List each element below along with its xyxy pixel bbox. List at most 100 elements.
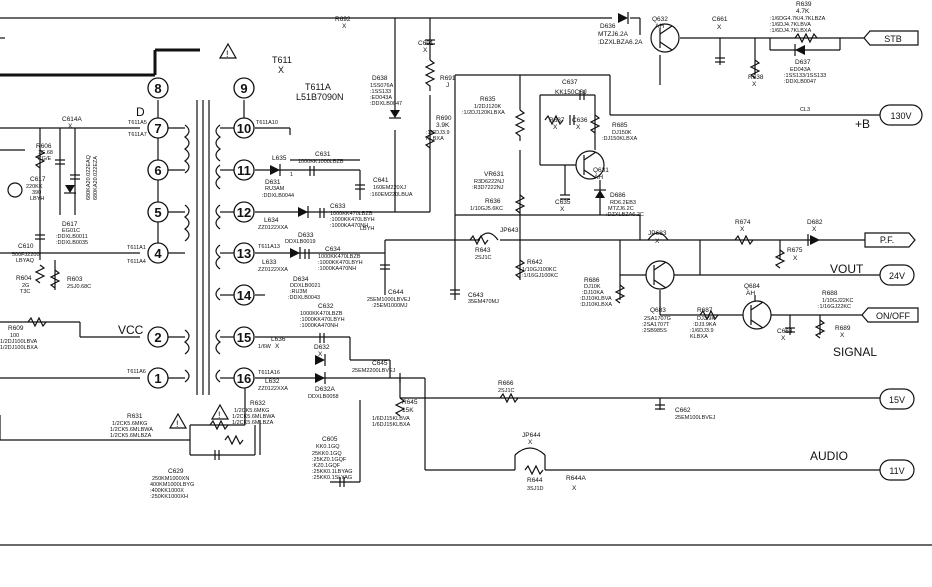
- d632-symbol: [315, 355, 325, 365]
- r687-label: R687: [697, 307, 713, 314]
- r636-symbol: [514, 194, 526, 214]
- terminal-24v: 24V: [879, 264, 915, 286]
- r645-label: R645: [402, 399, 418, 406]
- jp683-symbol: [647, 232, 669, 241]
- pin-11: 11: [237, 163, 251, 178]
- pin-4: 4: [154, 246, 162, 261]
- c632-value-b: :1000KK470LBYH: [300, 317, 345, 323]
- r674-symbol: [734, 234, 754, 246]
- misc-1: 1: [290, 172, 293, 178]
- c645-label: C645: [372, 360, 388, 367]
- jp644-symbol: [514, 447, 546, 456]
- r690-value: 3.9K: [436, 122, 450, 129]
- r638-symbol: [749, 59, 761, 79]
- r635-label: R635: [480, 96, 496, 103]
- d634-symbol: [290, 248, 300, 258]
- r604-value-b: T3C: [20, 289, 30, 295]
- terminal-stb: STB: [863, 30, 919, 46]
- vr631-label: VR631: [484, 171, 504, 178]
- svg-text:!: !: [176, 419, 179, 429]
- l632-label: L632: [265, 378, 280, 385]
- r603-label: R603: [67, 276, 83, 283]
- c614a-label: C614A: [62, 116, 83, 123]
- l634-value: ZZ0122XXA: [258, 225, 288, 231]
- d638-symbol: [390, 110, 400, 118]
- svg-text:!: !: [226, 49, 229, 59]
- d637-value-c: :DDXLB0047: [784, 79, 816, 85]
- c636-label: C636: [572, 117, 588, 124]
- warning-triangles: ! ! !: [168, 42, 238, 429]
- transformer-ref: T611: [272, 55, 292, 65]
- r674-label: R674: [735, 219, 751, 226]
- r643-value: 2SJ1C: [475, 255, 492, 261]
- r645-symbol: [394, 397, 406, 417]
- r686-symbol: [614, 284, 626, 304]
- c617-label: C617: [30, 176, 46, 183]
- svg-text:130V: 130V: [890, 111, 911, 121]
- r691-label: R691: [440, 75, 456, 82]
- d617-symbol: [65, 185, 75, 193]
- q684-symbol: [742, 300, 772, 330]
- l636-label: L636: [271, 336, 286, 343]
- r637-symbol: [544, 114, 564, 126]
- d686-value-c: :DZXLBZA6.2C: [606, 212, 644, 218]
- r609-label: R609: [8, 325, 24, 332]
- d634-value-c: :DDXLB0043: [288, 295, 320, 301]
- vout-label: VOUT: [830, 262, 864, 276]
- pin-15: 15: [237, 330, 251, 345]
- pin-12: 12: [237, 205, 251, 220]
- d632a-symbol: [315, 373, 325, 383]
- r632-value-c: 1/2CK5.6MLBZA: [232, 420, 274, 426]
- r689-value: X: [840, 332, 845, 339]
- r689-label: R689: [835, 325, 851, 332]
- d631-value-b: :DDXLB0044: [262, 193, 294, 199]
- r644a-label: R644A: [566, 475, 587, 482]
- r631-symbol: [224, 434, 244, 446]
- component-labels: R692 X D636 MTZJ6.2A :DZXLBZA6.2A Q632 A…: [0, 1, 854, 500]
- l636-value: X: [275, 343, 280, 350]
- q683-value-b: :2SA1707T: [642, 322, 670, 328]
- r642-label: R642: [527, 259, 543, 266]
- r688-label: R688: [822, 290, 838, 297]
- r692-label: R692: [335, 16, 351, 23]
- q631-value: AH: [594, 174, 603, 181]
- d682-value: X: [812, 226, 817, 233]
- c691-label: C691: [418, 40, 434, 47]
- r631-label: R631: [127, 413, 143, 420]
- jp683-value: X: [655, 238, 660, 245]
- r606-label: R606: [36, 143, 52, 150]
- r639-label: R639: [796, 1, 812, 8]
- d617-value-c: :DDXLB0035: [56, 240, 88, 246]
- r603-value: 2SJ0.68C: [67, 284, 91, 290]
- r639-value-c: :1/6DJ4.7KLBVA: [770, 22, 811, 28]
- r645-value: 15K: [402, 407, 414, 414]
- r636-label: R636: [485, 198, 501, 205]
- tp-t611a5: T611A5: [128, 120, 147, 126]
- d617-value-b: :DDXLB0011: [56, 234, 88, 240]
- c691-value: X: [423, 47, 428, 54]
- svg-text:24V: 24V: [889, 271, 905, 281]
- c631-label: C631: [315, 151, 331, 158]
- q631-label: Q631: [593, 167, 609, 174]
- d634-label: D634: [293, 276, 309, 283]
- r689-symbol: [814, 319, 826, 339]
- c637-value: KK150CSJ: [555, 89, 587, 96]
- caution-triangle-icon: [210, 403, 230, 420]
- r604-value-a: 2G: [22, 283, 29, 289]
- r686-label: R686: [584, 277, 600, 284]
- c629-value-b: 400KM1000LBYG: [150, 482, 194, 488]
- r685-value-b: :DJ150KLBXA: [602, 136, 637, 142]
- d636-label: D636: [600, 23, 616, 30]
- r642-value-a: 1/10GJ100KC: [522, 267, 557, 273]
- c629-value-a: 250KM1000XN: [152, 476, 189, 482]
- c636-value: X: [576, 124, 581, 131]
- r674-value: X: [740, 226, 745, 233]
- c610-label: C610: [18, 243, 34, 250]
- pin-14: 14: [237, 288, 252, 303]
- d682-symbol: [810, 235, 820, 245]
- terminal-11v: 11V: [879, 459, 915, 481]
- tp-t611a1: T611A1: [127, 245, 146, 251]
- r645-value-c: 1/6DJ15KLBXA: [372, 422, 411, 428]
- d638-value-d: :DDXLB0047: [370, 101, 402, 107]
